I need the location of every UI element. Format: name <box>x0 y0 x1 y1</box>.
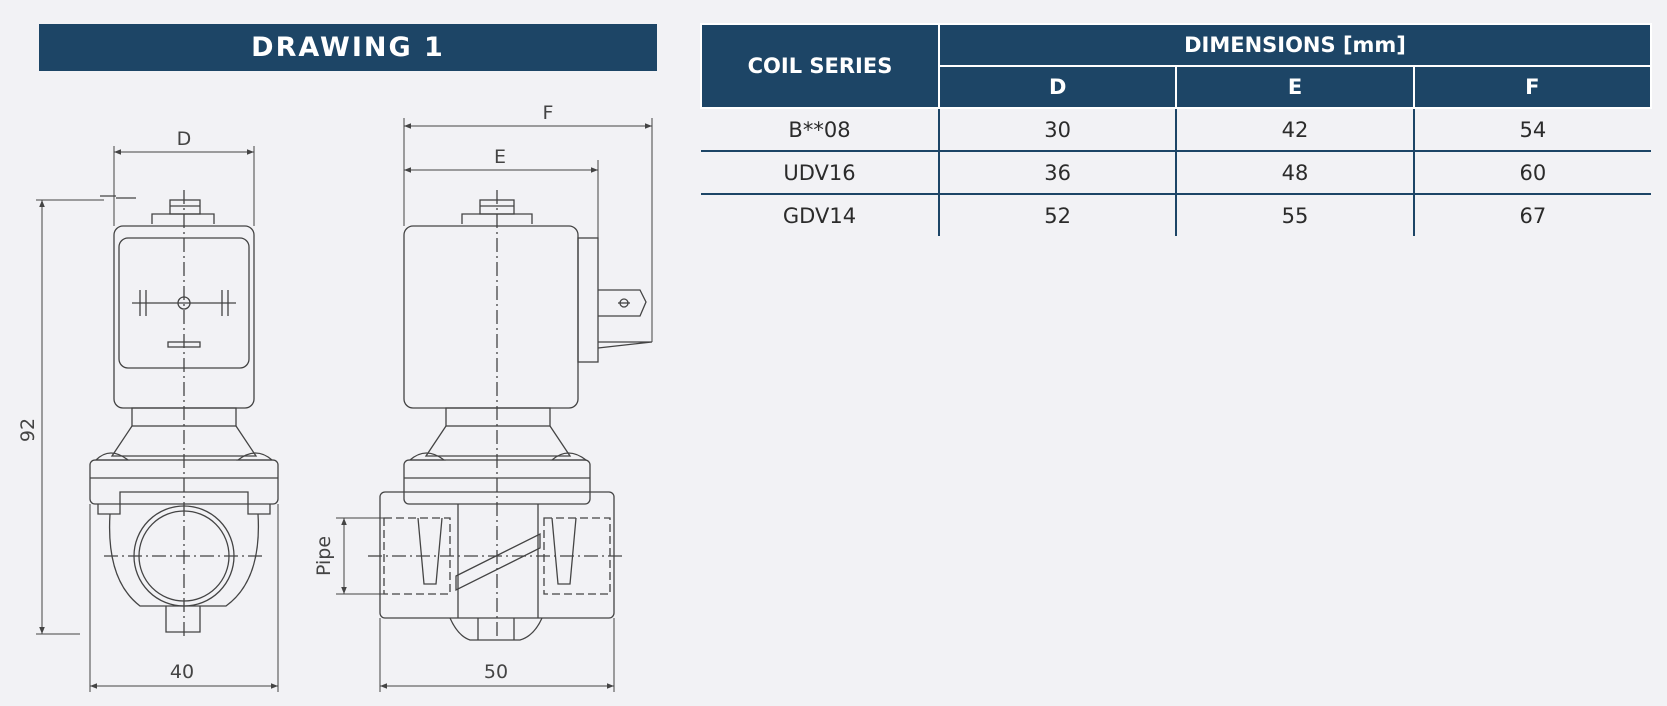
dim-d-label: D <box>177 128 192 150</box>
cell-d: 52 <box>937 194 1177 236</box>
side-view <box>336 118 653 692</box>
cell-d: 36 <box>937 151 1177 195</box>
dimensions-table: COIL SERIES DIMENSIONS [mm] D E F B**08 … <box>700 23 1653 236</box>
dim-f-label: F <box>543 102 554 124</box>
column-header-d: D <box>937 65 1178 109</box>
cell-e: 42 <box>1175 108 1414 152</box>
valve-drawing: D F E 92 40 50 Pipe <box>17 102 653 692</box>
coil-series-header: COIL SERIES <box>700 23 940 109</box>
cell-series: GDV14 <box>782 203 857 228</box>
cell-series: B**08 <box>701 108 939 152</box>
dim-width-side-label: 50 <box>484 661 508 683</box>
cell-f: 67 <box>1412 194 1651 236</box>
cell-e: 55 <box>1175 194 1414 236</box>
cell-d: 30 <box>937 108 1177 152</box>
table-row: GDV14 52 55 67 <box>701 194 1651 236</box>
cell-f: 60 <box>1412 151 1651 195</box>
dimensions-header: DIMENSIONS [mm] <box>938 23 1652 67</box>
table-row: B**08 30 42 54 <box>701 108 1651 152</box>
cell-f: 54 <box>1412 108 1651 152</box>
table-row: UDV16 36 48 60 <box>701 151 1651 195</box>
dim-pipe-label: Pipe <box>313 536 335 576</box>
column-header-e: E <box>1175 65 1415 109</box>
drawing-title: DRAWING 1 <box>39 24 657 71</box>
dim-width-front-label: 40 <box>170 661 194 683</box>
dim-height-label: 92 <box>17 418 39 442</box>
cell-e: 48 <box>1175 151 1414 195</box>
cell-series: UDV16 <box>701 151 939 195</box>
column-header-f: F <box>1412 65 1653 109</box>
front-view <box>36 146 279 692</box>
dim-e-label: E <box>494 146 506 168</box>
